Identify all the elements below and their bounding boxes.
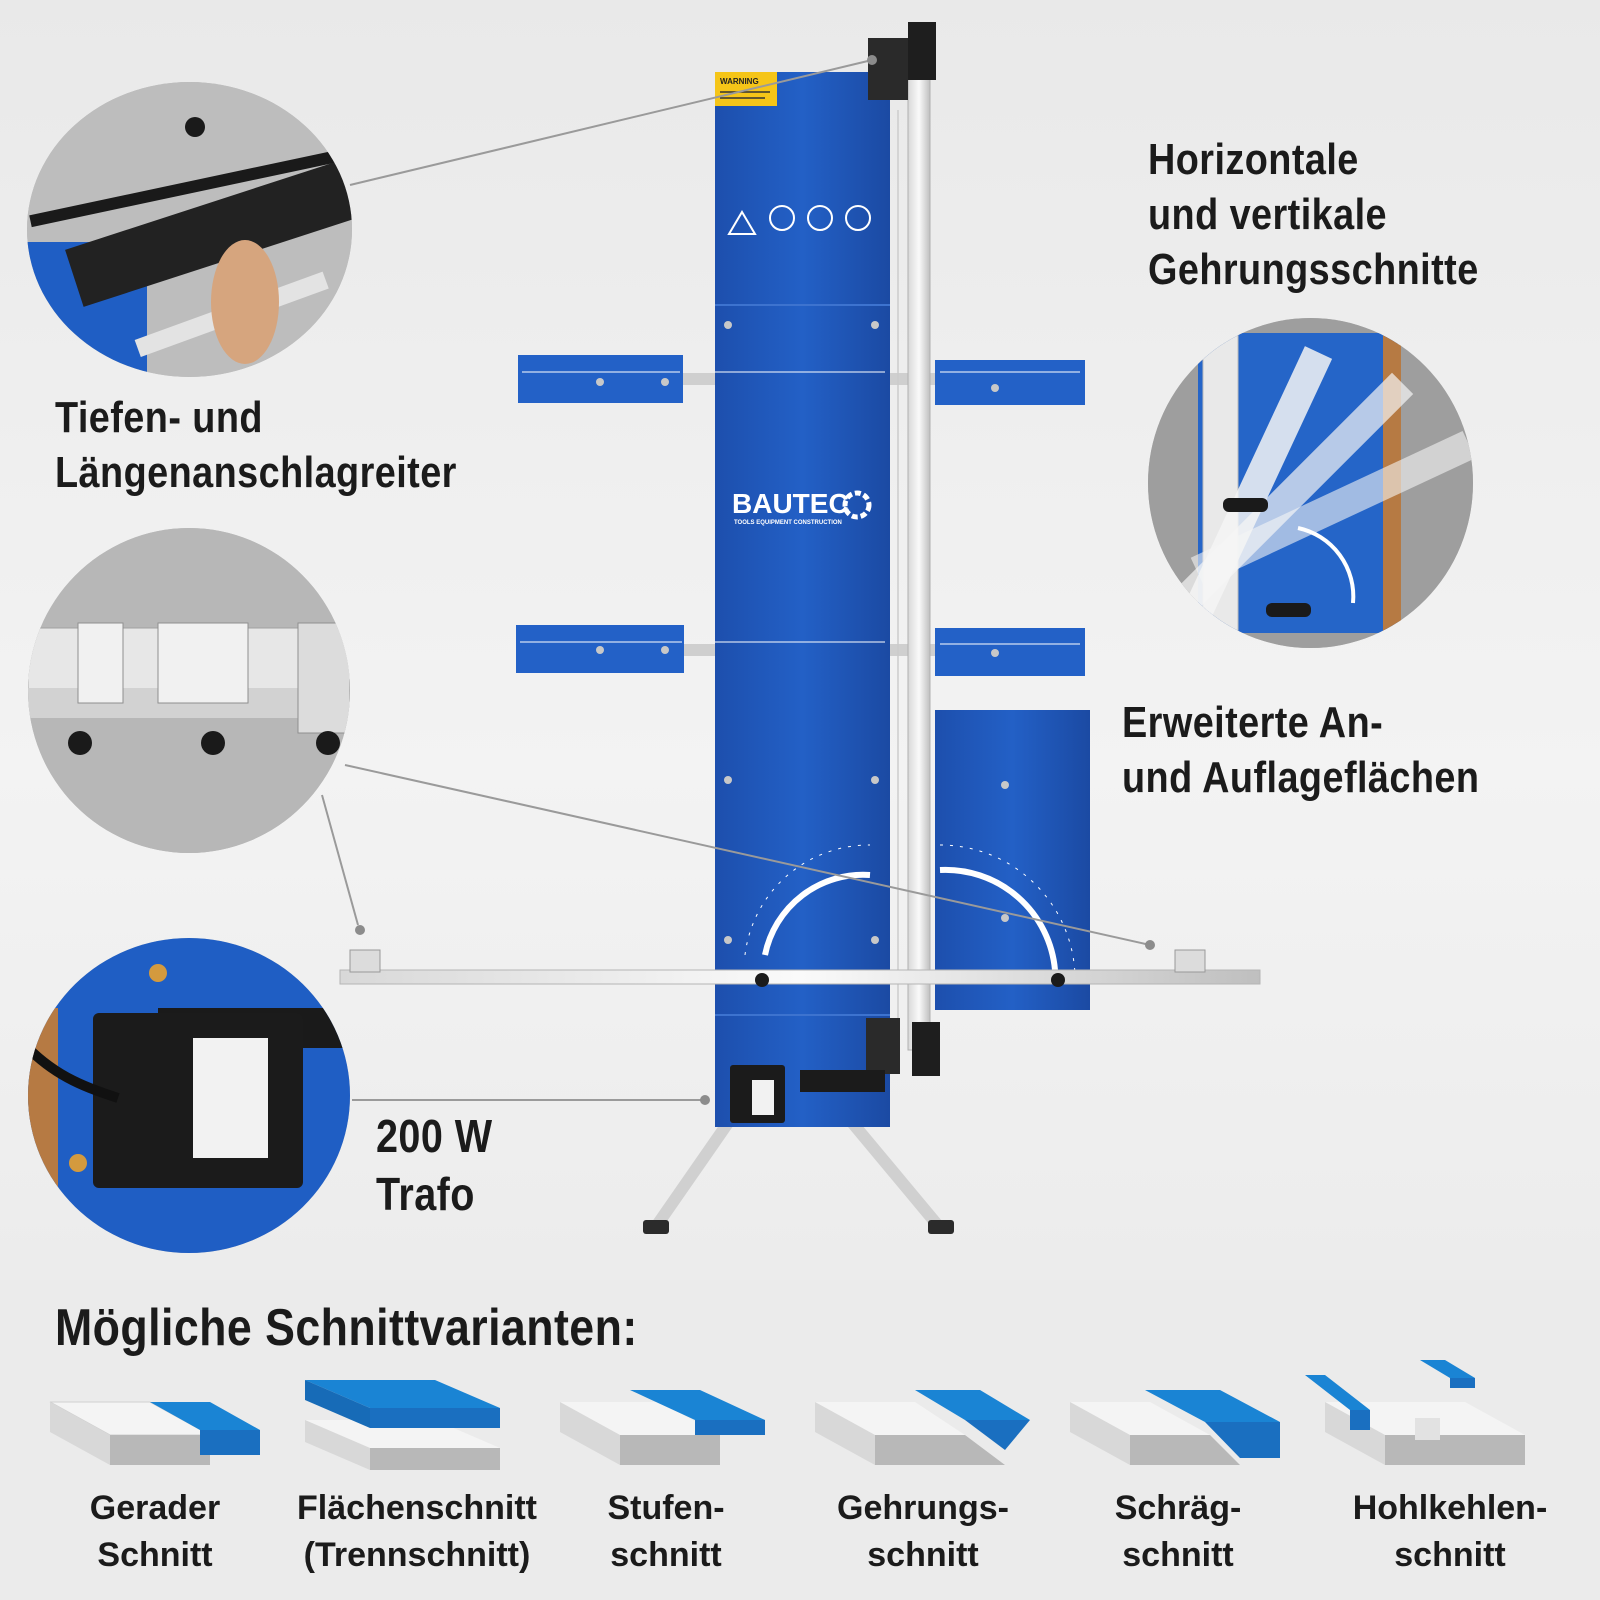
callout-transformer: 200 W Trafo [376,1108,492,1223]
variant-label-line2: schnitt [1394,1535,1506,1574]
extension-table [935,710,1090,1010]
callout-stops: Tiefen- und Längenanschlagreiter [55,390,457,500]
callout-miter-line1: Horizontale [1148,135,1359,184]
callout-miter-line3: Gehrungsschnitte [1148,245,1479,294]
protractor-left [744,844,871,956]
variant-label-line1: Gerader [89,1489,221,1527]
variant-label-bevel: Schräg- schnitt [1058,1485,1298,1579]
detail-circle-fence [28,528,350,853]
variant-label-line2: Schnitt [97,1535,213,1574]
variant-icon-straight [49,1401,260,1465]
variant-icon-miter [815,1390,1030,1465]
brand-logo: BAUTEC [732,488,849,519]
fence-rail [339,969,1261,985]
gear-icon [842,490,872,520]
variant-label-line2: schnitt [610,1535,722,1574]
variant-label-line1: Hohlkehlen- [1352,1489,1548,1527]
callout-transformer-line1: 200 W [376,1110,493,1162]
callout-surfaces-line1: Erweiterte An- [1122,698,1384,747]
callout-surfaces: Erweiterte An- und Auflageflächen [1122,695,1479,805]
variant-label-line1: Flächenschnitt [297,1489,537,1527]
detail-circle-stop [27,82,352,377]
callout-surfaces-line2: und Auflageflächen [1122,753,1480,802]
variants-band [0,1280,1600,1600]
variant-icons [49,1360,1525,1470]
variant-icon-surface [305,1380,500,1470]
callout-stops-line1: Tiefen- und [55,393,263,442]
variant-label-surface: Flächenschnitt (Trennschnitt) [297,1485,537,1579]
variant-label-miter: Gehrungs- schnitt [803,1485,1043,1579]
callout-miter: Horizontale und vertikale Gehrungsschnit… [1148,132,1479,297]
callout-stops-line2: Längenanschlagreiter [55,448,457,497]
variant-label-line1: Stufen- [607,1489,725,1527]
detail-circle-transformer [28,938,350,1253]
callout-miter-line2: und vertikale [1148,190,1388,239]
board-screws [596,321,1009,944]
callout-transformer-line2: Trafo [376,1167,475,1220]
variant-label-step: Stufen- schnitt [546,1485,786,1579]
variant-label-line1: Schräg- [1114,1489,1242,1527]
variants-heading: Mögliche Schnittvarianten: [55,1299,638,1357]
warning-sticker: WARNING [720,77,759,86]
variant-label-straight: Gerader Schnitt [35,1485,275,1579]
variant-label-line2: (Trennschnitt) [303,1535,531,1574]
safety-icons [727,205,871,235]
variant-icon-groove [1305,1360,1525,1465]
main-board [715,72,890,1127]
variant-label-line2: schnitt [1122,1535,1234,1574]
tripod-legs [643,1114,954,1234]
scale-ticks [520,371,1080,645]
variant-label-line2: schnitt [867,1535,979,1574]
protractor-right [939,844,1076,976]
variant-label-groove: Hohlkehlen- schnitt [1330,1485,1570,1579]
leader-lines [321,55,1155,1105]
variant-icon-bevel [1070,1390,1280,1465]
foam-cutter-machine: WARNING [339,22,1261,1234]
variant-icon-step [560,1390,765,1465]
brand-tagline: TOOLS EQUIPMENT CONSTRUCTION [734,520,842,526]
detail-circle-miter [1148,318,1473,648]
variant-label-line1: Gehrungs- [837,1489,1009,1527]
